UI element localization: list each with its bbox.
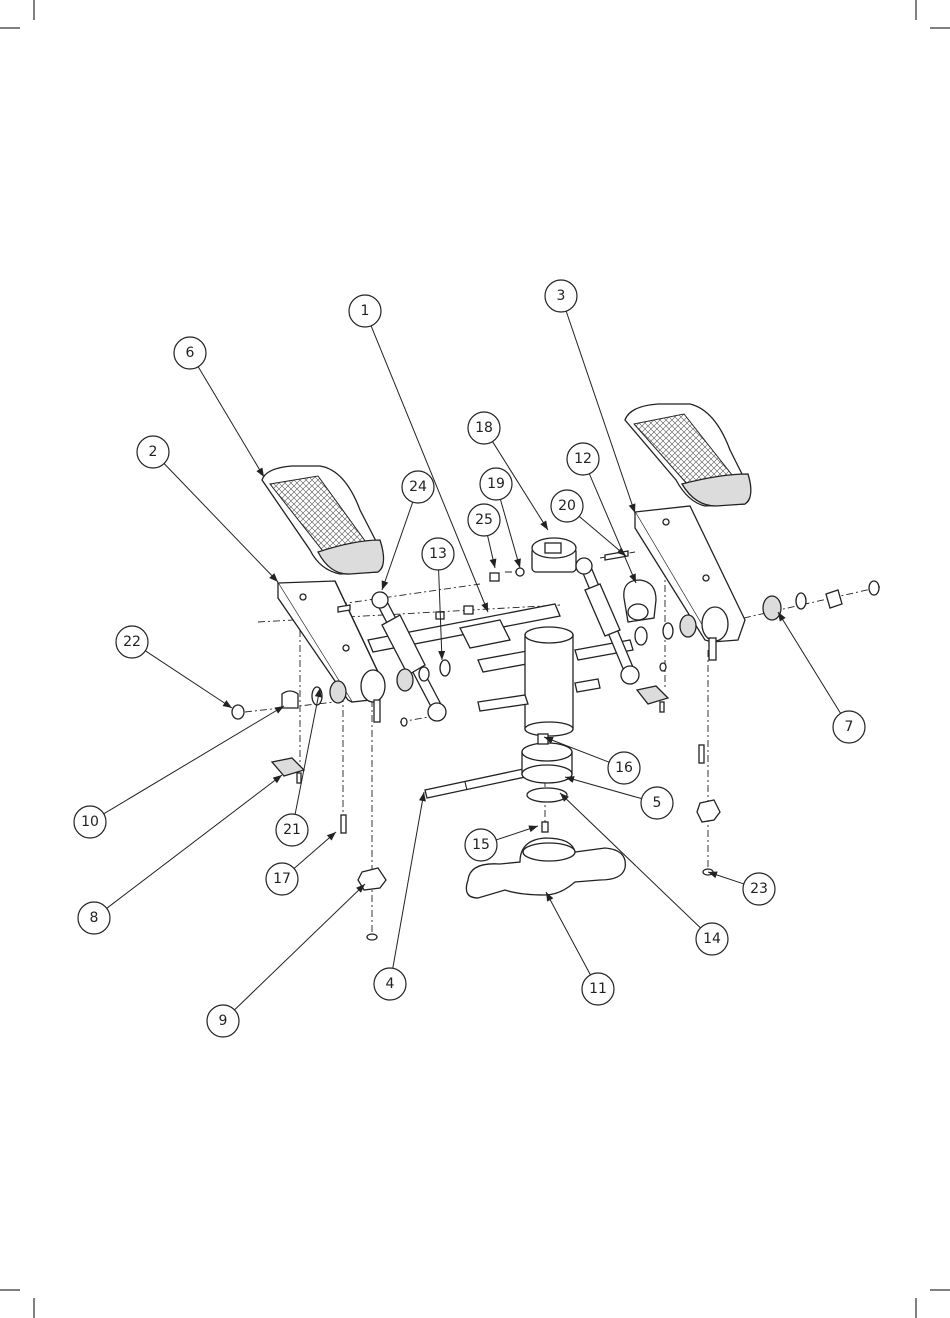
arrowhead (274, 706, 284, 714)
callout-number: 23 (750, 881, 768, 897)
callout-number: 18 (475, 420, 493, 436)
arrowhead (778, 612, 786, 621)
callout-25: 25 (468, 504, 500, 568)
callout-number: 5 (653, 795, 662, 811)
callout-number: 7 (845, 719, 854, 735)
leader-line (546, 892, 590, 975)
swivel-hub (522, 734, 572, 802)
callout-number: 1 (361, 303, 370, 319)
arrowhead (256, 467, 264, 477)
callout-number: 17 (273, 871, 291, 887)
callout-3: 3 (545, 280, 635, 513)
callout-number: 16 (615, 760, 633, 776)
callout-4: 4 (374, 792, 426, 1000)
leader-line (393, 792, 424, 968)
arrowhead (382, 580, 389, 590)
right-foot-pad (625, 404, 751, 506)
callout-10: 10 (74, 706, 284, 838)
arrowhead (273, 775, 282, 783)
bracket-12 (624, 580, 656, 622)
callout-number: 19 (487, 476, 505, 492)
callout-7: 7 (778, 612, 865, 743)
callout-6: 6 (174, 337, 264, 477)
callout-number: 21 (283, 822, 301, 838)
callout-number: 3 (557, 288, 566, 304)
callout-number: 4 (386, 976, 395, 992)
arrowhead (481, 602, 488, 612)
arrowhead (540, 521, 548, 530)
leader-line (198, 367, 264, 477)
arrowhead (514, 558, 521, 568)
callout-number: 10 (81, 814, 99, 830)
arrowhead (419, 792, 426, 801)
callout-number: 24 (409, 479, 427, 495)
callout-number: 11 (589, 981, 607, 997)
leader-line (145, 651, 232, 708)
callout-24: 24 (382, 471, 434, 590)
shaft-4 (425, 768, 530, 798)
callout-2: 2 (137, 436, 278, 582)
leader-line (500, 499, 520, 568)
callout-23: 23 (708, 872, 775, 905)
leader-line (371, 326, 488, 612)
leader-line (589, 474, 636, 583)
leader-line (382, 502, 413, 590)
leader-line (579, 516, 626, 556)
leader-line (104, 706, 284, 814)
top-cap (532, 538, 576, 572)
callout-22: 22 (116, 626, 232, 708)
callout-number: 22 (123, 634, 141, 650)
leader-line (235, 884, 365, 1010)
left-foot-pad (262, 466, 384, 574)
callout-number: 25 (475, 512, 493, 528)
callout-8: 8 (78, 775, 282, 934)
callout-number: 2 (149, 444, 158, 460)
left-cylinder (372, 592, 446, 721)
callout-number: 20 (558, 498, 576, 514)
arrowhead (629, 503, 636, 513)
callout-number: 14 (703, 931, 721, 947)
arrowhead (490, 558, 497, 568)
leader-line (295, 688, 320, 814)
callout-9: 9 (207, 884, 365, 1037)
callout-number: 8 (90, 910, 99, 926)
arrowhead (438, 651, 445, 660)
callout-number: 6 (186, 345, 195, 361)
callout-number: 9 (219, 1013, 228, 1029)
leader-line (164, 464, 278, 582)
callout-11: 11 (546, 892, 614, 1005)
leader-line (778, 612, 841, 713)
arrowhead (528, 826, 538, 833)
callout-number: 12 (574, 451, 592, 467)
arrowhead (223, 700, 232, 708)
callout-number: 15 (472, 837, 490, 853)
leader-line (107, 775, 282, 908)
callout-number: 13 (429, 546, 447, 562)
leader-line (566, 311, 635, 513)
